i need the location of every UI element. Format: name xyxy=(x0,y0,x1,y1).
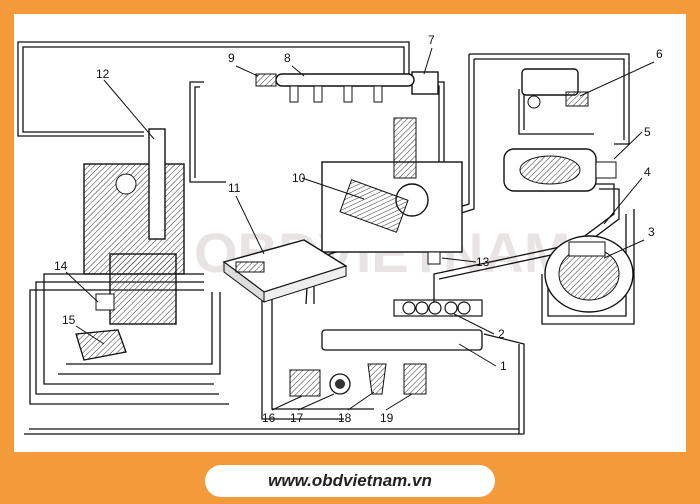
engine-section xyxy=(83,128,185,325)
sensor-18 xyxy=(367,363,387,395)
callout-17: 17 xyxy=(290,411,304,425)
pressure-unit xyxy=(521,68,589,109)
crank-sensor xyxy=(75,329,127,361)
callout-9: 9 xyxy=(228,51,235,65)
callout-11: 11 xyxy=(228,181,241,195)
callout-1: 1 xyxy=(500,359,507,373)
callout-16: 16 xyxy=(262,411,276,425)
callout-15: 15 xyxy=(62,313,76,327)
rail-pressure-valve xyxy=(411,71,439,95)
fuel-tank xyxy=(321,329,483,351)
low-pressure-pump xyxy=(544,235,634,313)
callout-10: 10 xyxy=(292,171,306,185)
rail-pressure-sensor xyxy=(255,73,277,87)
callout-14: 14 xyxy=(54,259,68,273)
footer-url-text[interactable]: www.obdvietnam.vn xyxy=(268,471,432,490)
connector-block xyxy=(427,251,441,265)
callout-13: 13 xyxy=(476,255,490,269)
high-pressure-pump xyxy=(321,117,463,253)
common-rail xyxy=(275,73,415,103)
ecu-unit xyxy=(222,239,348,303)
diagram-canvas: OBDVIETNAM xyxy=(14,14,686,452)
coolant-sensor xyxy=(95,293,115,311)
sensor-17-core xyxy=(335,379,345,389)
callout-2: 2 xyxy=(498,327,505,341)
fuel-filter-group xyxy=(393,299,483,317)
callout-18: 18 xyxy=(338,411,352,425)
callout-8: 8 xyxy=(284,51,291,65)
callout-3: 3 xyxy=(648,225,655,239)
leader-lines xyxy=(65,47,655,411)
callout-5: 5 xyxy=(644,125,651,139)
callout-7: 7 xyxy=(428,33,435,47)
sensor-16 xyxy=(289,369,321,397)
sensor-19 xyxy=(403,363,427,395)
input-sensors xyxy=(289,363,427,397)
filter-housing xyxy=(503,148,617,192)
callout-6: 6 xyxy=(656,47,663,61)
callout-12: 12 xyxy=(96,67,110,81)
footer-url-pill[interactable]: www.obdvietnam.vn xyxy=(205,465,495,497)
callout-19: 19 xyxy=(380,411,394,425)
system-diagram: OBDVIETNAM xyxy=(17,33,663,435)
callout-4: 4 xyxy=(644,165,651,179)
